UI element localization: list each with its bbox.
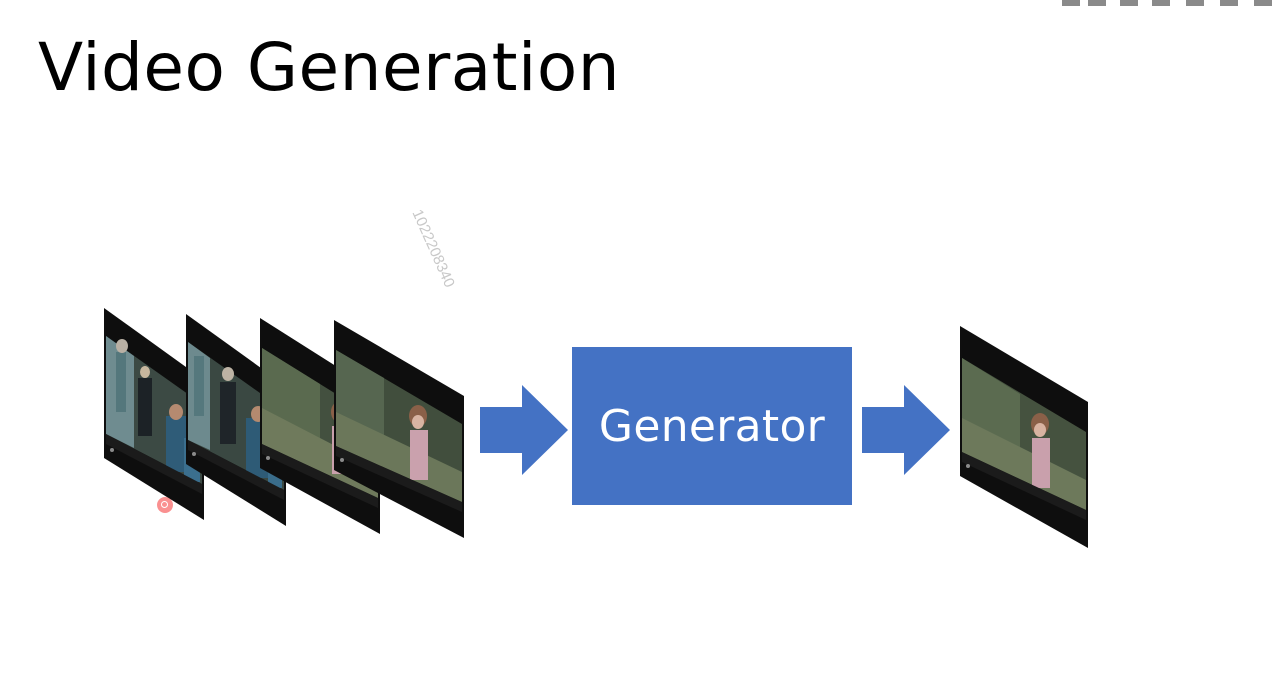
input-frame-2 <box>186 314 286 526</box>
generator-box: Generator <box>572 347 852 505</box>
right-arrow-icon <box>480 385 568 475</box>
output-frame <box>960 326 1088 548</box>
pointer-cursor-icon <box>157 497 173 513</box>
input-frame-4 <box>334 320 464 538</box>
right-arrow-icon <box>862 385 950 475</box>
frame-image-people-in-robes <box>186 314 286 526</box>
slide-title: Video Generation <box>38 29 621 106</box>
frame-image-girl-in-forest <box>960 326 1088 548</box>
generator-label: Generator <box>598 400 826 452</box>
frame-image-girl-in-forest <box>334 320 464 538</box>
top-right-cropped-text <box>1060 0 1285 8</box>
watermark-text: 1022208340 <box>408 207 458 291</box>
